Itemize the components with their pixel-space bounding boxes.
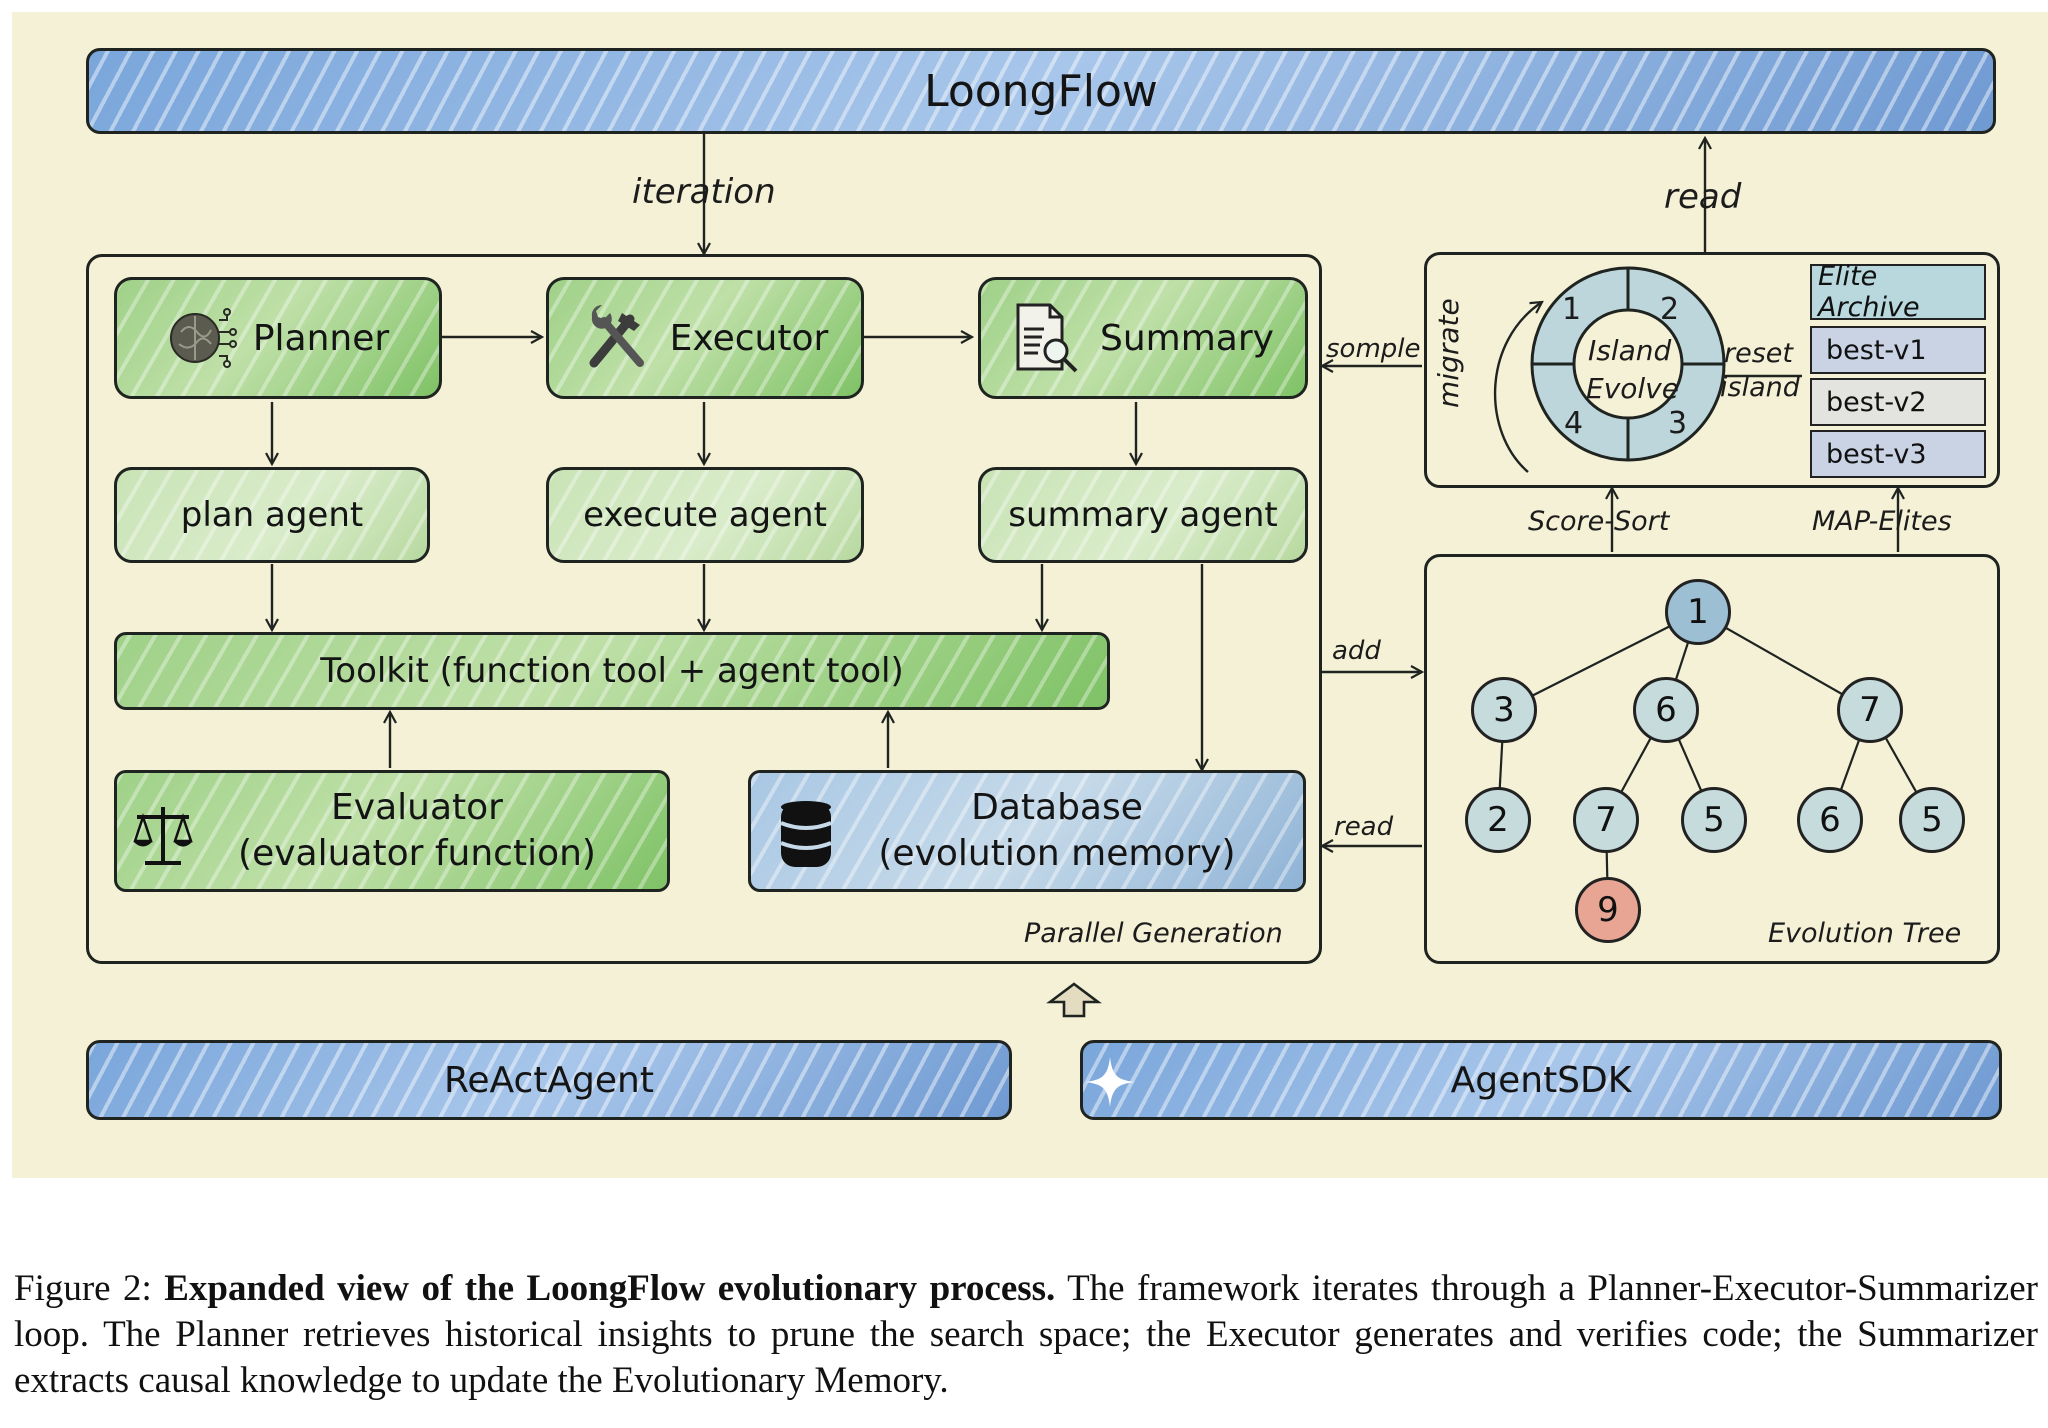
summary-box: Summary (978, 277, 1308, 399)
tree-node: 7 (1573, 787, 1639, 853)
agent-sdk-label: AgentSDK (1450, 1059, 1632, 1101)
react-agent-label: ReActAgent (443, 1059, 654, 1101)
tree-node: 1 (1665, 579, 1731, 645)
tree-node: 5 (1681, 787, 1747, 853)
evaluator-box: Evaluator (evaluator function) (114, 770, 670, 892)
toolkit-box: Toolkit (function tool + agent tool) (114, 632, 1110, 710)
loongflow-title: LoongFlow (924, 65, 1158, 117)
database-icon (780, 801, 832, 867)
tree-node: 2 (1465, 787, 1531, 853)
tree-node: 9 (1575, 877, 1641, 943)
island-ring (1530, 266, 1726, 462)
read-db-label: read (1334, 812, 1394, 842)
read-top-label: read (1664, 177, 1742, 217)
document-search-icon (1016, 303, 1078, 373)
archive-item-label: best-v3 (1826, 438, 1927, 470)
database-subtitle: (evolution memory) (878, 833, 1236, 874)
caption-bold: Expanded view of the LoongFlow evolution… (164, 1268, 1056, 1309)
score-sort-label: Score-Sort (1528, 506, 1670, 537)
planner-box: Planner (114, 277, 442, 399)
island-panel (1424, 252, 2000, 488)
tree-node: 3 (1471, 677, 1537, 743)
database-title: Database (971, 787, 1143, 828)
elite-archive-title: Elite Archive (1818, 261, 1920, 323)
island-center-line-1: Island (1588, 334, 1672, 367)
react-agent-bar: ReActAgent (86, 1040, 1012, 1120)
island-label: island (1720, 372, 1800, 403)
reset-label: reset (1724, 338, 1793, 369)
database-box: Database (evolution memory) (748, 770, 1306, 892)
executor-box: Executor (546, 277, 864, 399)
sparkle-icon (1085, 1057, 1135, 1107)
island-center-line-2: Evolve (1586, 372, 1679, 405)
parallel-generation-label: Parallel Generation (1024, 918, 1283, 949)
caption-text: The framework iterates through a Planner… (14, 1268, 2038, 1401)
parallel-generation-panel (86, 254, 1322, 964)
executor-label: Executor (669, 317, 829, 359)
summary-agent-box: summary agent (978, 467, 1308, 563)
evolution-tree-panel (1424, 554, 2000, 964)
archive-item-label: best-v2 (1826, 386, 1927, 418)
tree-node: 5 (1899, 787, 1965, 853)
summary-label: Summary (1100, 317, 1274, 359)
island-segment-1: 1 (1562, 292, 1582, 327)
connector-layer (12, 134, 1933, 1018)
add-label: add (1332, 636, 1381, 666)
archive-item: best-v1 (1810, 326, 1986, 374)
tree-node: 7 (1837, 677, 1903, 743)
elite-archive-header: Elite Archive (1810, 261, 1986, 323)
agent-sdk-bar: AgentSDK (1080, 1040, 2002, 1120)
caption-prefix: Figure 2: (14, 1268, 165, 1309)
archive-item: best-v3 (1810, 430, 1986, 478)
tree-edge (1503, 611, 1699, 711)
scales-icon (133, 807, 193, 865)
map-elites-label: MAP-Elites (1812, 506, 1952, 537)
migrate-arrow (1493, 302, 1542, 473)
archive-item: best-v2 (1810, 378, 1986, 426)
up-arrow-icon (1046, 982, 1102, 1018)
execute-agent-label: execute agent (583, 495, 827, 535)
island-segment-3: 3 (1668, 406, 1688, 441)
plan-agent-box: plan agent (114, 467, 430, 563)
archive-item-label: best-v1 (1826, 334, 1927, 366)
evaluator-title: Evaluator (331, 787, 503, 828)
planner-label: Planner (252, 317, 390, 359)
iteration-label: iteration (632, 172, 776, 212)
tree-node: 6 (1633, 677, 1699, 743)
toolkit-label: Toolkit (function tool + agent tool) (320, 651, 904, 691)
figure-caption: Figure 2: Expanded view of the LoongFlow… (14, 1266, 2038, 1404)
brain-circuit-icon (169, 308, 237, 368)
diagram-canvas: LoongFlow iteration read Parallel Genera… (12, 12, 2048, 1178)
loongflow-bar: LoongFlow (86, 48, 1996, 134)
summary-agent-label: summary agent (1008, 495, 1278, 535)
evolution-tree-label: Evolution Tree (1768, 918, 1962, 949)
plan-agent-label: plan agent (180, 495, 364, 535)
sample-label: somple (1326, 334, 1421, 364)
evaluator-subtitle: (evaluator function) (238, 833, 596, 874)
island-segment-4: 4 (1564, 406, 1584, 441)
hammer-wrench-icon (589, 304, 644, 368)
island-segment-2: 2 (1660, 292, 1680, 327)
migrate-label: migrate (1432, 298, 1465, 408)
execute-agent-box: execute agent (546, 467, 864, 563)
tree-node: 6 (1797, 787, 1863, 853)
